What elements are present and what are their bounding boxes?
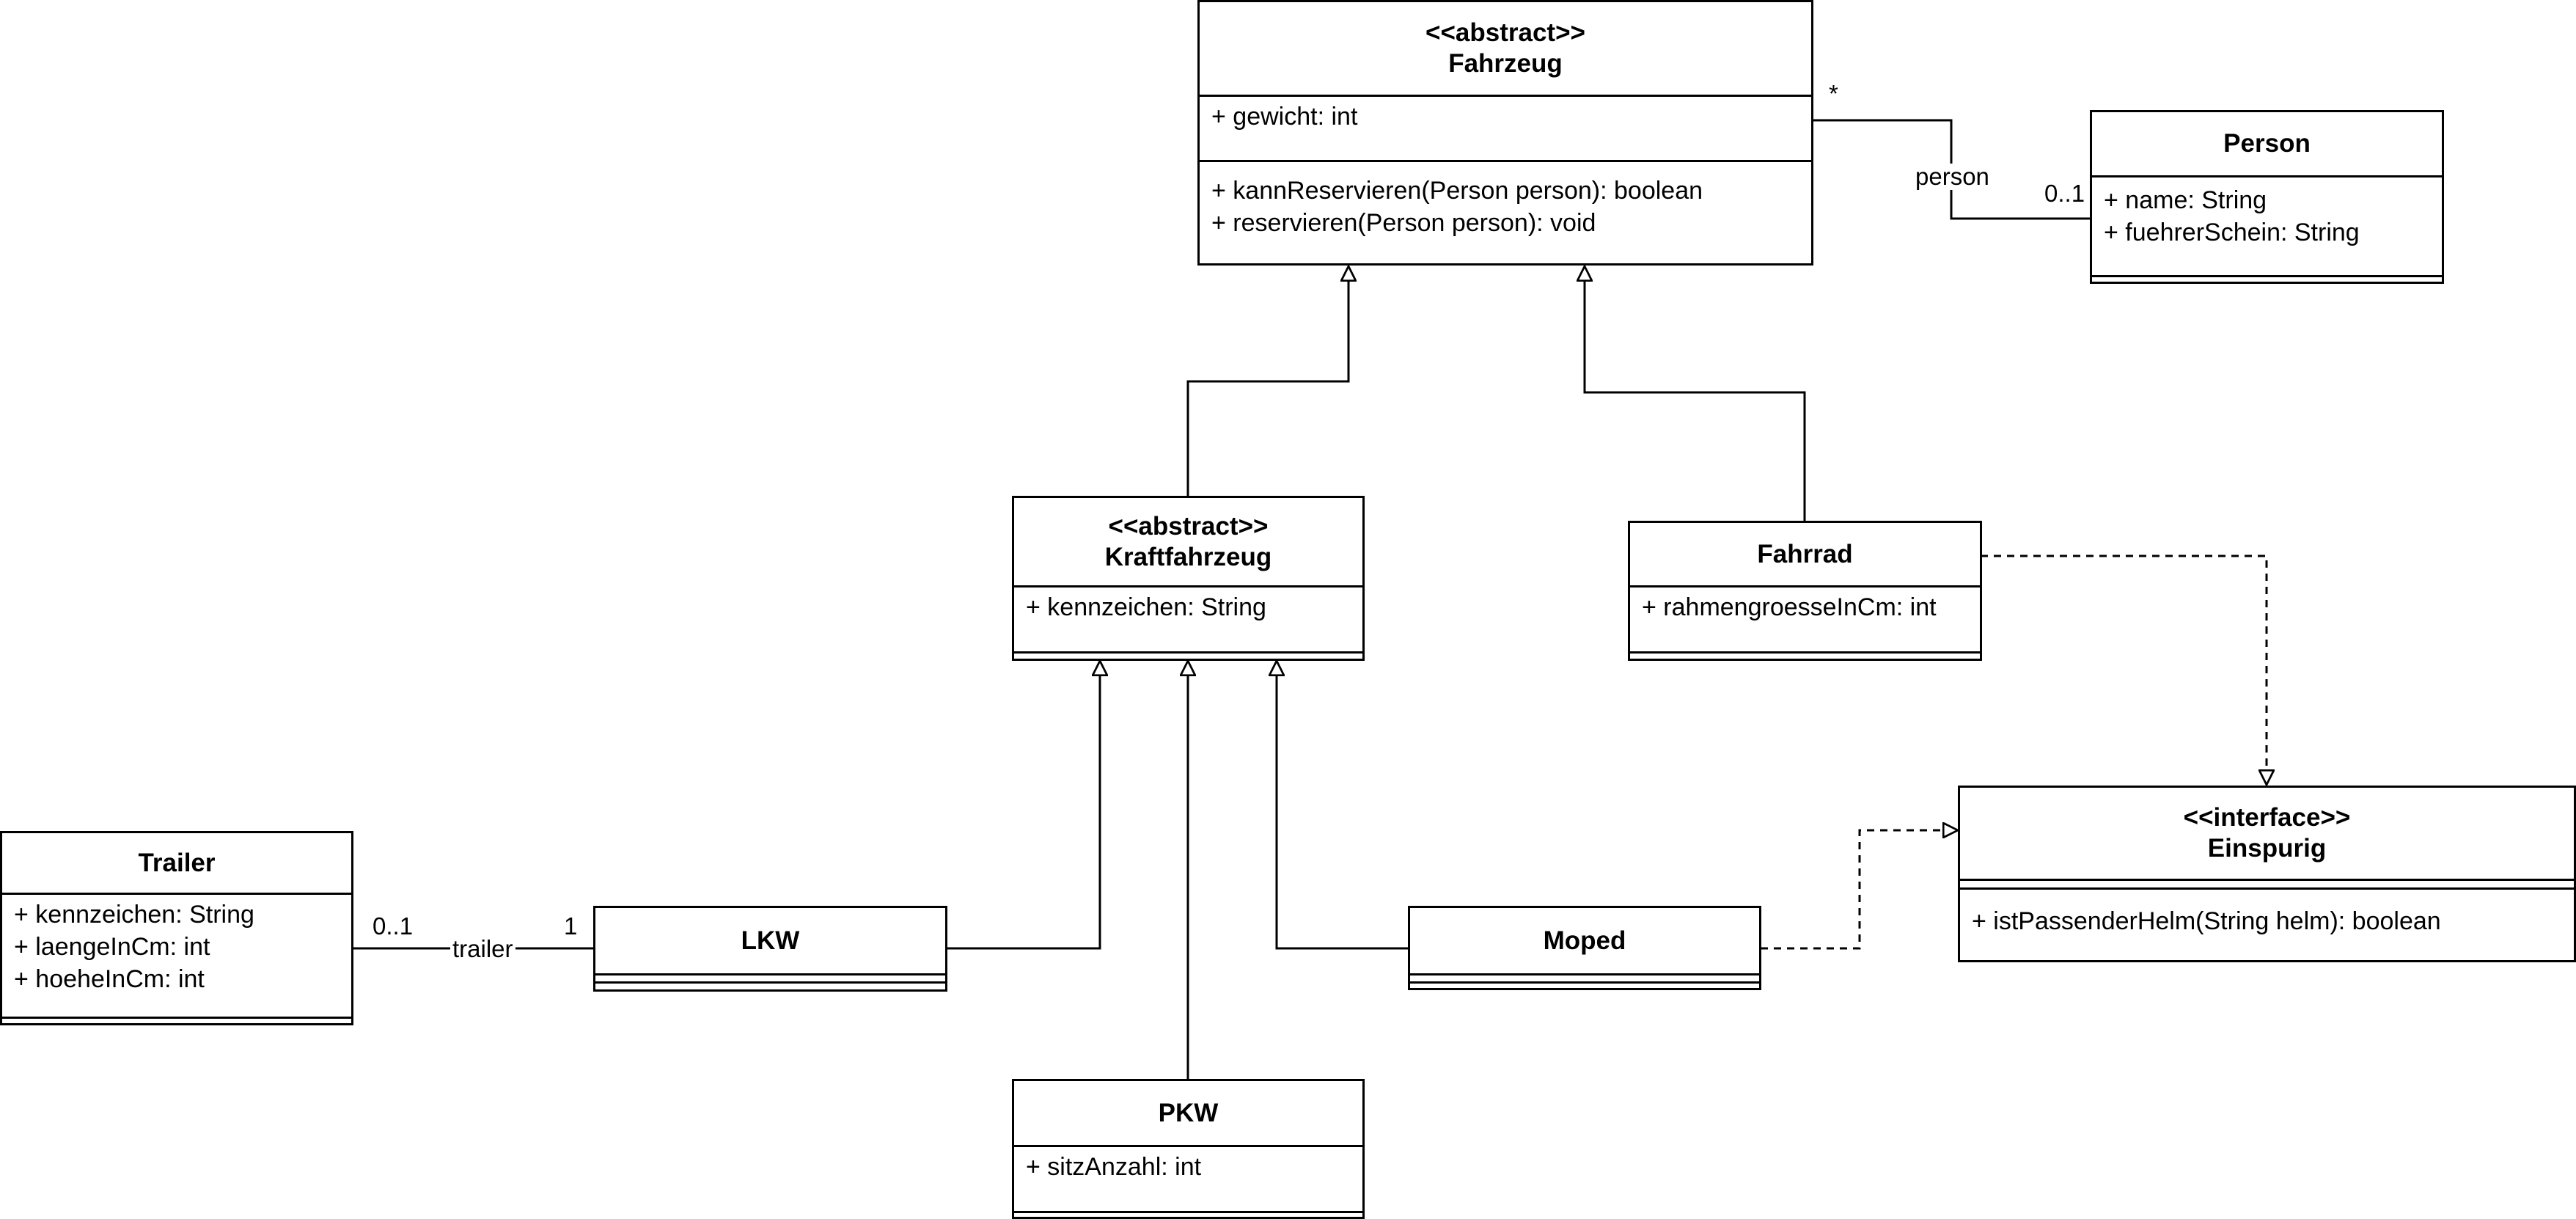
attribute: + fuehrerSchein: String <box>2104 219 2360 246</box>
class-header: LKW <box>595 908 945 975</box>
class-header: Trailer <box>2 833 351 895</box>
stereotype: <<abstract>> <box>1108 511 1269 541</box>
class-fahrrad[interactable]: Fahrrad + rahmengroesseInCm: int <box>1628 521 1982 661</box>
multiplicity-lkw: 1 <box>564 912 578 940</box>
class-header: <<abstract>> Kraftfahrzeug <box>1014 498 1362 587</box>
class-name: Moped <box>1543 926 1626 955</box>
class-name: LKW <box>741 926 800 955</box>
class-header: <<interface>> Einspurig <box>1960 788 2574 881</box>
class-person[interactable]: Person + name: String + fuehrerSchein: S… <box>2090 110 2444 284</box>
real-fahrrad-einspurig <box>1981 554 2267 785</box>
attribute: + kennzeichen: String <box>14 901 254 929</box>
real-moped-einspurig <box>1761 830 1958 950</box>
attributes-section: + gewicht: int <box>1200 95 1811 162</box>
gen-lkw-kraftfahrzeug <box>946 661 1100 950</box>
class-lkw[interactable]: LKW <box>593 906 947 992</box>
attribute: + gewicht: int <box>1211 103 1358 131</box>
attributes-section <box>1410 973 1759 984</box>
attribute: + laengeInCm: int <box>14 933 210 961</box>
class-name: Kraftfahrzeug <box>1104 542 1272 571</box>
attributes-section <box>595 973 945 984</box>
stereotype: <<abstract>> <box>1425 18 1585 47</box>
methods-section: + istPassenderHelm(String helm): boolean <box>1960 887 2574 957</box>
class-kraftfahrzeug[interactable]: <<abstract>> Kraftfahrzeug + kennzeichen… <box>1012 496 1365 661</box>
class-header: Person <box>2092 112 2442 177</box>
class-fahrzeug[interactable]: <<abstract>> Fahrzeug + gewicht: int + k… <box>1197 0 1813 266</box>
class-header: Moped <box>1410 908 1759 975</box>
attribute: + hoeheInCm: int <box>14 965 205 993</box>
class-header: <<abstract>> Fahrzeug <box>1200 2 1811 97</box>
class-einspurig[interactable]: <<interface>> Einspurig + istPassenderHe… <box>1958 786 2576 962</box>
class-name: Person <box>2223 129 2311 158</box>
gen-moped-kraftfahrzeug <box>1277 661 1409 950</box>
class-pkw[interactable]: PKW + sitzAnzahl: int <box>1012 1079 1365 1219</box>
method: + reservieren(Person person): void <box>1211 209 1596 237</box>
attributes-section: + name: String + fuehrerSchein: String <box>2092 175 2442 277</box>
attributes-section <box>1960 879 2574 890</box>
class-moped[interactable]: Moped <box>1408 906 1761 990</box>
attributes-section: + kennzeichen: String <box>1014 585 1362 654</box>
attributes-section: + sitzAnzahl: int <box>1014 1145 1362 1213</box>
attribute: + kennzeichen: String <box>1026 593 1266 621</box>
methods-section: + kannReservieren(Person person): boolea… <box>1200 160 1811 263</box>
class-trailer[interactable]: Trailer + kennzeichen: String + laengeIn… <box>0 831 353 1025</box>
attributes-section: + kennzeichen: String + laengeInCm: int … <box>2 893 351 1019</box>
class-name: Fahrzeug <box>1448 49 1563 78</box>
class-header: Fahrrad <box>1630 523 1980 587</box>
stereotype: <<interface>> <box>2183 803 2351 832</box>
method: + istPassenderHelm(String helm): boolean <box>1972 907 2441 935</box>
multiplicity-fahrzeug: * <box>1829 80 1838 107</box>
class-header: PKW <box>1014 1081 1362 1147</box>
attribute: + name: String <box>2104 186 2267 214</box>
role-trailer: trailer <box>450 936 515 962</box>
class-name: Trailer <box>138 848 216 877</box>
attribute: + sitzAnzahl: int <box>1026 1153 1202 1181</box>
multiplicity-person: 0..1 <box>2044 180 2085 207</box>
class-name: Einspurig <box>2207 834 2327 863</box>
attribute: + rahmengroesseInCm: int <box>1642 593 1937 621</box>
class-name: PKW <box>1158 1098 1219 1127</box>
gen-kraftfahrzeug-fahrzeug <box>1186 266 1348 496</box>
role-person: person <box>1913 164 1992 190</box>
multiplicity-trailer: 0..1 <box>373 912 414 940</box>
attributes-section: + rahmengroesseInCm: int <box>1630 585 1980 654</box>
method: + kannReservieren(Person person): boolea… <box>1211 177 1703 205</box>
class-name: Fahrrad <box>1757 539 1853 568</box>
gen-fahrrad-fahrzeug <box>1585 266 1806 521</box>
